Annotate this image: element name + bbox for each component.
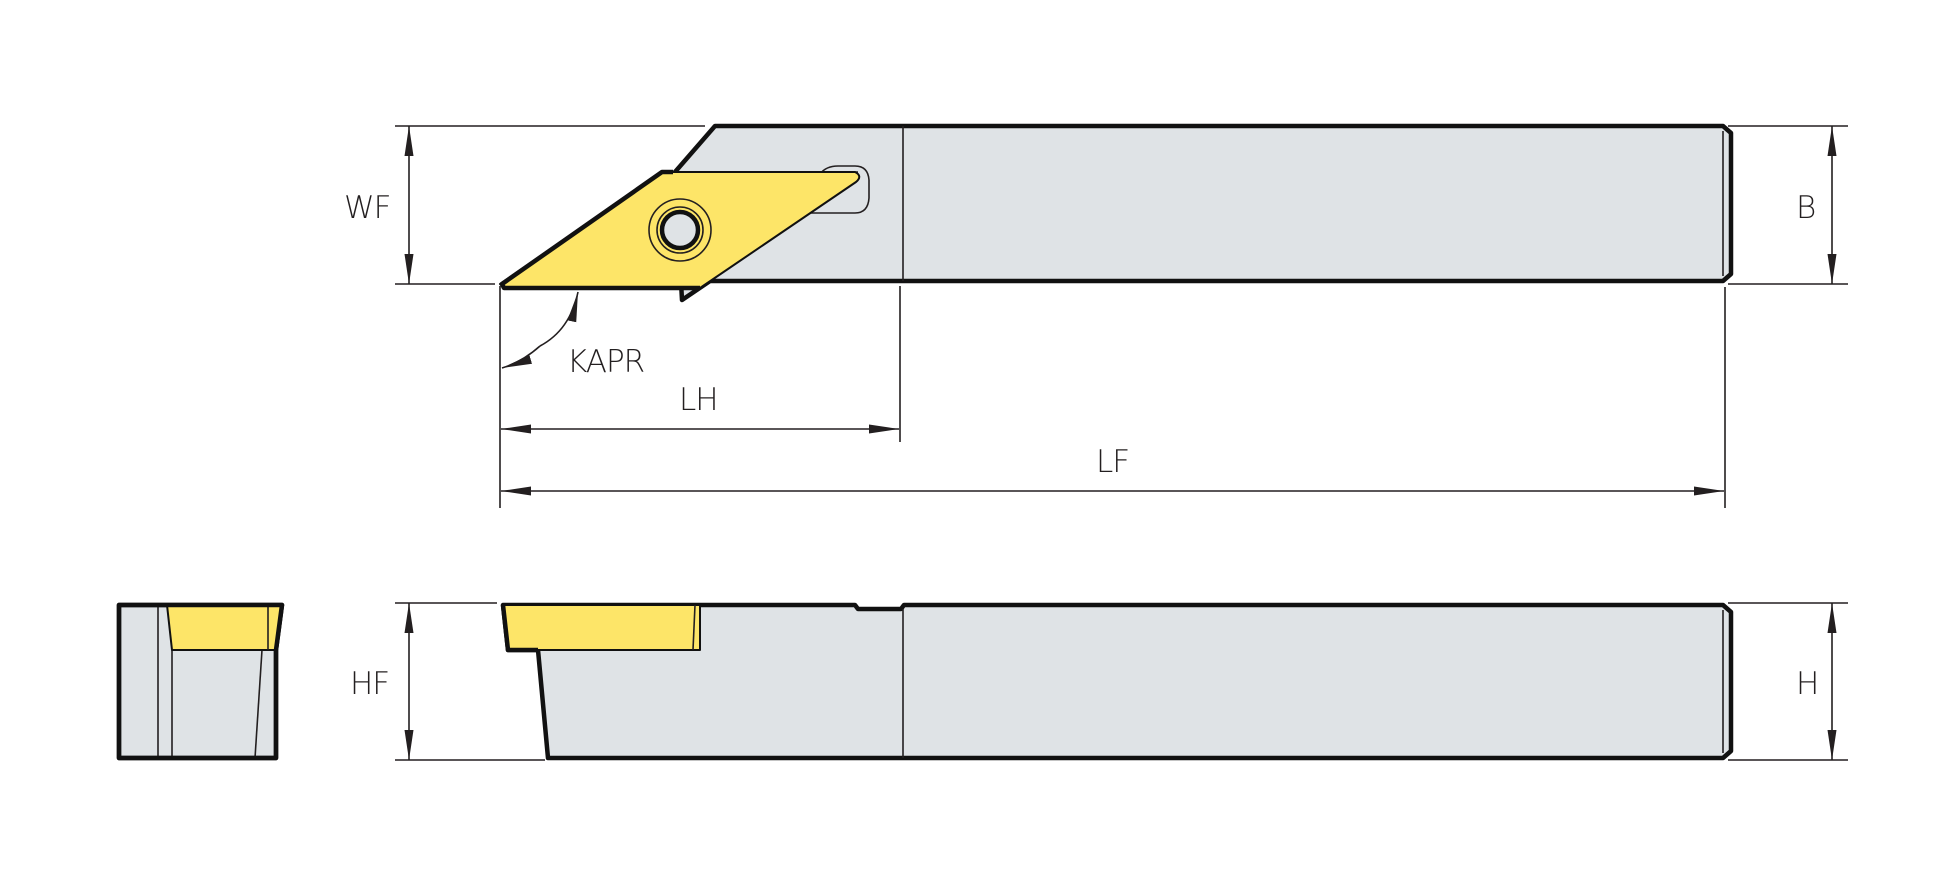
h-label: H — [1796, 666, 1818, 702]
top-view: WF B KAPR LH LF — [344, 123, 1848, 508]
lf-label: LF — [1096, 444, 1129, 480]
insert-edge-top — [499, 169, 700, 291]
kapr-arc — [539, 291, 579, 347]
side-view: HF H — [350, 602, 1848, 761]
kapr-label: KAPR — [567, 344, 644, 380]
hf-label: HF — [350, 666, 389, 702]
wf-label: WF — [344, 190, 390, 226]
end-view-outline-overlay — [116, 602, 285, 761]
cutting-insert-side — [502, 604, 701, 651]
insert-edge-side — [500, 604, 538, 653]
end-view-line-3 — [254, 649, 263, 759]
insert-side-line — [692, 604, 696, 651]
insert-screw-ring-inner — [656, 206, 704, 254]
cutting-insert-end — [166, 604, 283, 651]
end-view — [116, 602, 285, 761]
lh-label: LH — [679, 382, 718, 418]
clamp-lever — [805, 165, 870, 214]
kapr-arc-lower — [501, 345, 541, 369]
insert-screw-ring — [648, 198, 712, 262]
insert-screw-head — [659, 209, 701, 251]
b-label: B — [1796, 190, 1815, 226]
